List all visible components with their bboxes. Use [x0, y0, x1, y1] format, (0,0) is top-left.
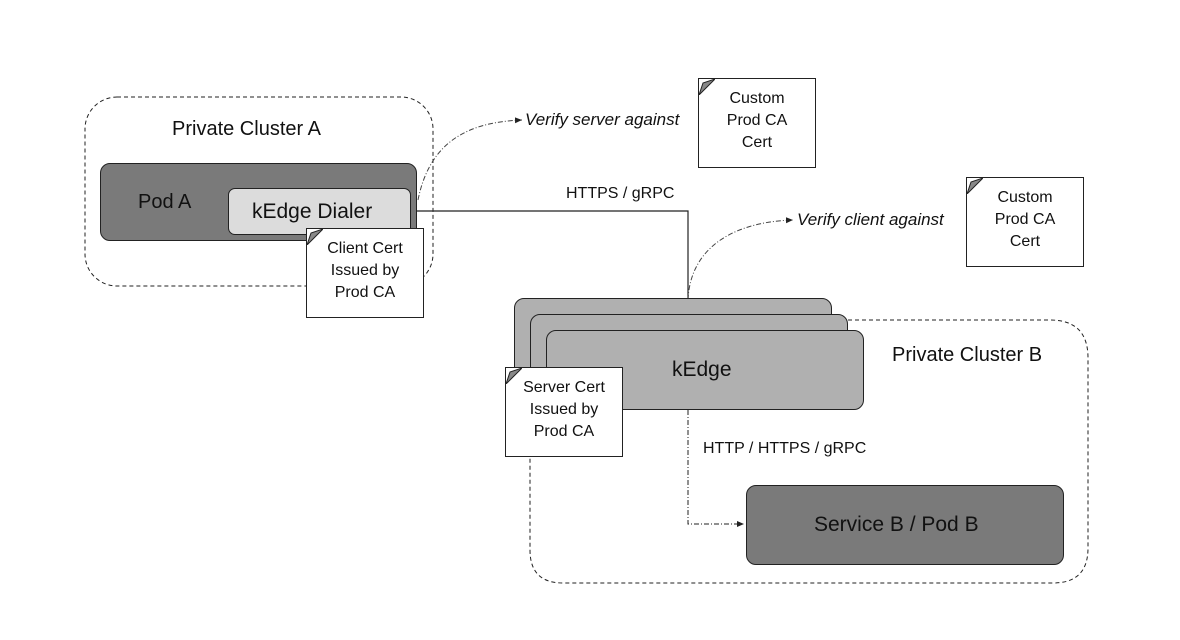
- page-fold-icon: [699, 79, 715, 95]
- note-line: Prod CA: [533, 423, 595, 440]
- note-line: Issued by: [330, 262, 400, 279]
- http-https-grpc-label: HTTP / HTTPS / gRPC: [703, 440, 867, 457]
- note-line: Cert: [741, 134, 773, 151]
- service-b-pod-b[interactable]: [746, 485, 1064, 565]
- note-line: Cert: [1009, 233, 1041, 250]
- edge-verify-client: [687, 217, 794, 301]
- kedge-dialer-label: kEdge Dialer: [252, 200, 373, 223]
- note-line: Issued by: [529, 401, 599, 418]
- note-line: Server Cert: [523, 379, 605, 396]
- note-line: Prod CA: [334, 284, 396, 301]
- page-fold-icon: [506, 368, 522, 384]
- cluster-a-title: Private Cluster A: [172, 118, 321, 140]
- cluster-b-title: Private Cluster B: [892, 344, 1043, 366]
- edge-dialer-to-kedge: [416, 210, 692, 314]
- note-line: Prod CA: [726, 112, 788, 129]
- note-line: Custom: [997, 189, 1053, 206]
- verify-client-label: Verify client against: [797, 210, 944, 229]
- kedge-dialer[interactable]: [228, 188, 411, 235]
- pod-a-label: Pod A: [138, 191, 192, 213]
- note-line: Custom: [729, 90, 785, 107]
- edge-verify-server: [417, 117, 523, 201]
- note-line: Prod CA: [994, 211, 1056, 228]
- note-line: Client Cert: [327, 240, 403, 257]
- cluster-a-boundary: [84, 96, 434, 287]
- cluster-b-boundary: [529, 319, 1089, 584]
- https-grpc-label: HTTPS / gRPC: [566, 185, 675, 202]
- page-fold-icon: [967, 178, 983, 194]
- verify-server-label: Verify server against: [525, 110, 680, 129]
- kedge-label: kEdge: [672, 358, 732, 381]
- page-fold-icon: [307, 229, 323, 245]
- service-b-label: Service B / Pod B: [814, 513, 979, 536]
- edge-kedge-to-service: [687, 410, 744, 527]
